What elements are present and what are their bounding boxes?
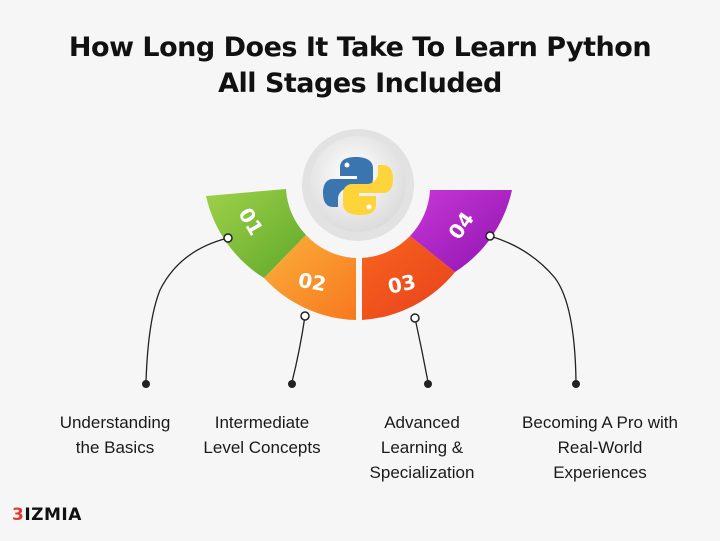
stage-label-04: Becoming A Pro with Real-World Experienc… [500,410,700,485]
brand-logo: 3IZMIA [12,505,82,525]
stage-label-04-line-2: Real-World [557,438,643,457]
connector-end-03 [424,380,432,388]
stage-label-01-line-1: Understanding [59,413,171,432]
brand-logo-accent: 3 [12,505,25,525]
stage-segment-04 [410,190,512,272]
stage-label-01: Understanding the Basics [20,410,210,460]
stage-label-04-line-3: Experiences [553,463,647,482]
connector-start-01 [223,233,233,243]
stage-segment-03 [362,236,455,320]
stage-number-02: 02 [296,268,328,296]
title-line-1: How Long Does It Take To Learn Python [68,32,652,63]
stage-label-02-line-2: Level Concepts [203,438,321,457]
title-line-2: All Stages Included [218,68,502,99]
stage-segment-01 [206,189,306,278]
stage-label-03: Advanced Learning & Specialization [327,410,517,485]
python-logo-icon [323,157,393,215]
connector-04 [489,235,577,383]
connector-start-02 [300,311,310,321]
connector-end-02 [288,380,296,388]
stage-label-02: Intermediate Level Concepts [167,410,357,460]
stage-label-03-line-1: Advanced [384,413,460,432]
connector-start-03 [410,313,420,323]
connector-end-01 [142,380,150,388]
stage-label-02-line-1: Intermediate [214,413,310,432]
connector-end-04 [572,380,580,388]
connector-03 [414,317,429,383]
stage-label-03-line-3: Specialization [369,463,475,482]
stage-number-03: 03 [386,269,418,298]
connector-01 [145,237,229,383]
brand-logo-text: IZMIA [24,505,82,525]
stage-label-01-line-2: the Basics [75,438,155,457]
stage-label-04-line-1: Becoming A Pro with [522,413,678,432]
connector-start-04 [485,231,495,241]
stage-segment-02 [264,235,356,320]
connector-02 [291,315,306,383]
stage-label-03-line-2: Learning & [380,438,464,457]
